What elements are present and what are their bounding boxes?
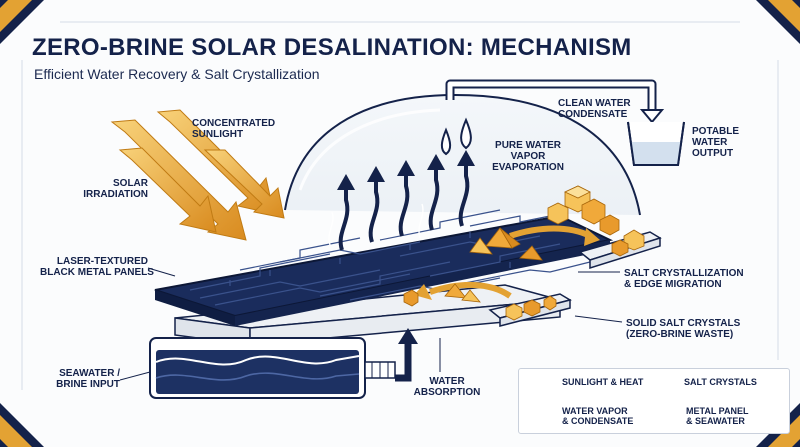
page-subtitle: Efficient Water Recovery & Salt Crystall… [34,66,320,82]
sunlight-rays [110,109,285,241]
water-absorption-arrow [395,328,418,382]
label-pure-water-vapor: PURE WATER VAPOR EVAPORATION [492,140,564,173]
condensation-dome [284,93,641,216]
vapor-arrows [328,150,475,251]
corner-decoration-top-right [756,0,800,44]
corner-decoration-bottom-left [0,403,44,447]
water-droplet [440,127,452,156]
label-seawater-input: SEAWATER / BRINE INPUT [56,368,120,390]
seawater-tank [149,337,396,399]
legend-sunlight-label: SUNLIGHT & HEAT [562,377,644,387]
label-concentrated-sunlight: CONCENTRATED SUNLIGHT [192,118,276,140]
label-solar-irradiation: SOLAR IRRADIATION [83,178,148,200]
salt-crystals [403,185,645,321]
salt-migration-arrow [509,225,592,239]
water-droplet [460,117,472,150]
label-salt-crystallization: SALT CRYSTALLIZATION & EDGE MIGRATION [624,268,744,290]
page-title: ZERO-BRINE SOLAR DESALINATION: MECHANISM [32,34,632,61]
legend-metal-label: METAL PANEL & SEAWATER [686,406,749,426]
label-water-absorption: WATER ABSORPTION [413,376,481,398]
legend-vapor-label: WATER VAPOR & CONDENSATE [562,406,634,426]
salt-migration-arrow [429,282,512,299]
corner-decoration-top-left [0,0,44,44]
label-potable-water-output: POTABLE WATER OUTPUT [692,126,740,159]
potable-water-glass [627,121,685,166]
label-solid-salt-crystals: SOLID SALT CRYSTALS (ZERO-BRINE WASTE) [626,318,741,340]
label-laser-textured-panels: LASER-TEXTURED BLACK METAL PANELS [40,256,154,278]
label-clean-water-condensate: CLEAN WATER CONDENSATE [558,98,631,120]
legend-box [518,368,790,434]
legend-salt-label: SALT CRYSTALS [684,377,757,387]
